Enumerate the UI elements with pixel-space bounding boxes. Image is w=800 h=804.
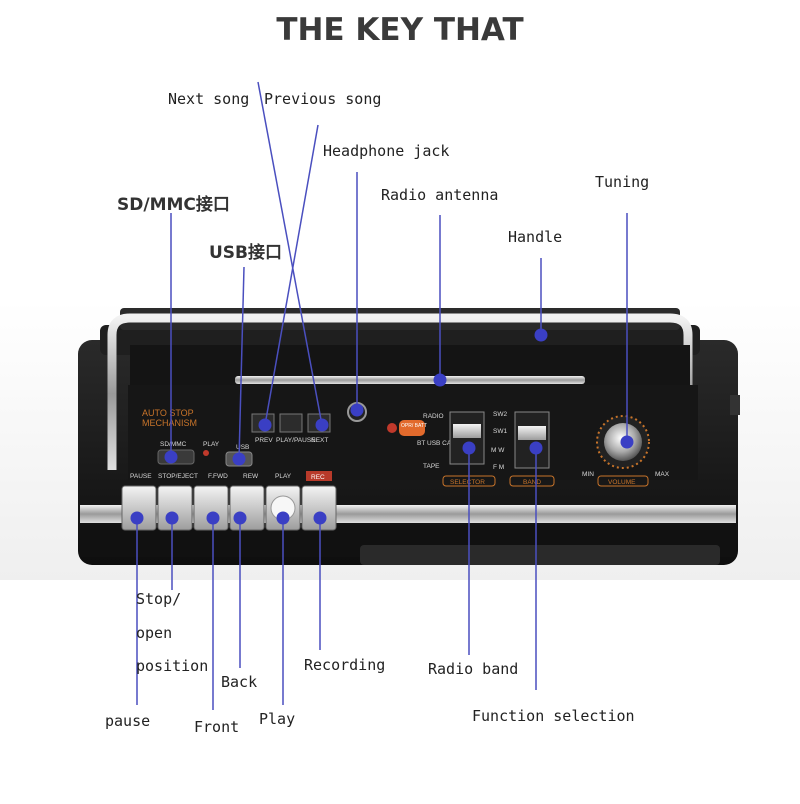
label-recording: Recording bbox=[304, 656, 386, 674]
callout-markers bbox=[130, 328, 634, 525]
device-label-mw: M W bbox=[491, 447, 505, 454]
label-open: open bbox=[136, 624, 173, 642]
device-label-rec: REC bbox=[311, 474, 325, 481]
device-label-sd-mmc: SD/MMC bbox=[160, 441, 187, 448]
page-title: THE KEY THAT bbox=[276, 12, 524, 48]
label-function-selection: Function selection bbox=[472, 707, 635, 725]
label-previous-song: Previous song bbox=[264, 90, 382, 108]
device-label-fm: F M bbox=[493, 464, 504, 471]
device-label-volume: VOLUME bbox=[608, 479, 636, 486]
device-label-min: MIN bbox=[582, 471, 594, 478]
device-label-selector: SELECTOR bbox=[450, 479, 485, 486]
antenna bbox=[235, 376, 585, 384]
device-label-pause: PAUSE bbox=[130, 473, 152, 480]
device-label-tape: TAPE bbox=[423, 463, 440, 470]
label-headphone-jack: Headphone jack bbox=[323, 142, 450, 160]
device-label-ffwd: F.FWD bbox=[208, 473, 228, 480]
label-radio-band: Radio band bbox=[428, 660, 519, 678]
label-play: Play bbox=[259, 710, 296, 728]
device-label-sw1: SW1 bbox=[493, 428, 507, 435]
device-label-bt-usb-card: BT USB CARD bbox=[417, 440, 461, 447]
device-label-band: BAND bbox=[523, 479, 541, 486]
device-label-opr-batt: OPR/ BATT bbox=[401, 423, 427, 429]
label-back: Back bbox=[221, 673, 258, 691]
device-label-max: MAX bbox=[655, 471, 670, 478]
device-label-play: PLAY bbox=[203, 441, 220, 448]
device-label-prev: PREV bbox=[255, 437, 273, 444]
label-radio-antenna: Radio antenna bbox=[381, 186, 499, 204]
label-usb: USB接口 bbox=[209, 243, 283, 263]
callout-lines bbox=[136, 81, 628, 710]
device-label-mechanism: MECHANISM bbox=[142, 418, 197, 428]
label-handle: Handle bbox=[508, 228, 563, 246]
device-label-radio: RADIO bbox=[423, 413, 444, 420]
label-front: Front bbox=[194, 718, 240, 736]
label-tuning: Tuning bbox=[595, 173, 650, 191]
label-pause: pause bbox=[105, 712, 151, 730]
device-label-stop-eject: STOP/EJECT bbox=[158, 473, 198, 480]
label-next-song: Next song bbox=[168, 90, 250, 108]
device-label-play-pause: PLAY/PAUSE bbox=[276, 437, 316, 444]
label-stop: Stop/ bbox=[136, 590, 182, 608]
device-label-rew: REW bbox=[243, 473, 259, 480]
device-label-usb: USB bbox=[236, 444, 249, 451]
device-label-next: NEXT bbox=[311, 437, 328, 444]
device-label-play2: PLAY bbox=[275, 473, 292, 480]
label-sd-mmc: SD/MMC接口 bbox=[117, 195, 230, 215]
label-position: position bbox=[136, 657, 209, 675]
device-label-sw2: SW2 bbox=[493, 411, 507, 418]
device-label-auto-stop: AUTO STOP bbox=[142, 408, 194, 418]
